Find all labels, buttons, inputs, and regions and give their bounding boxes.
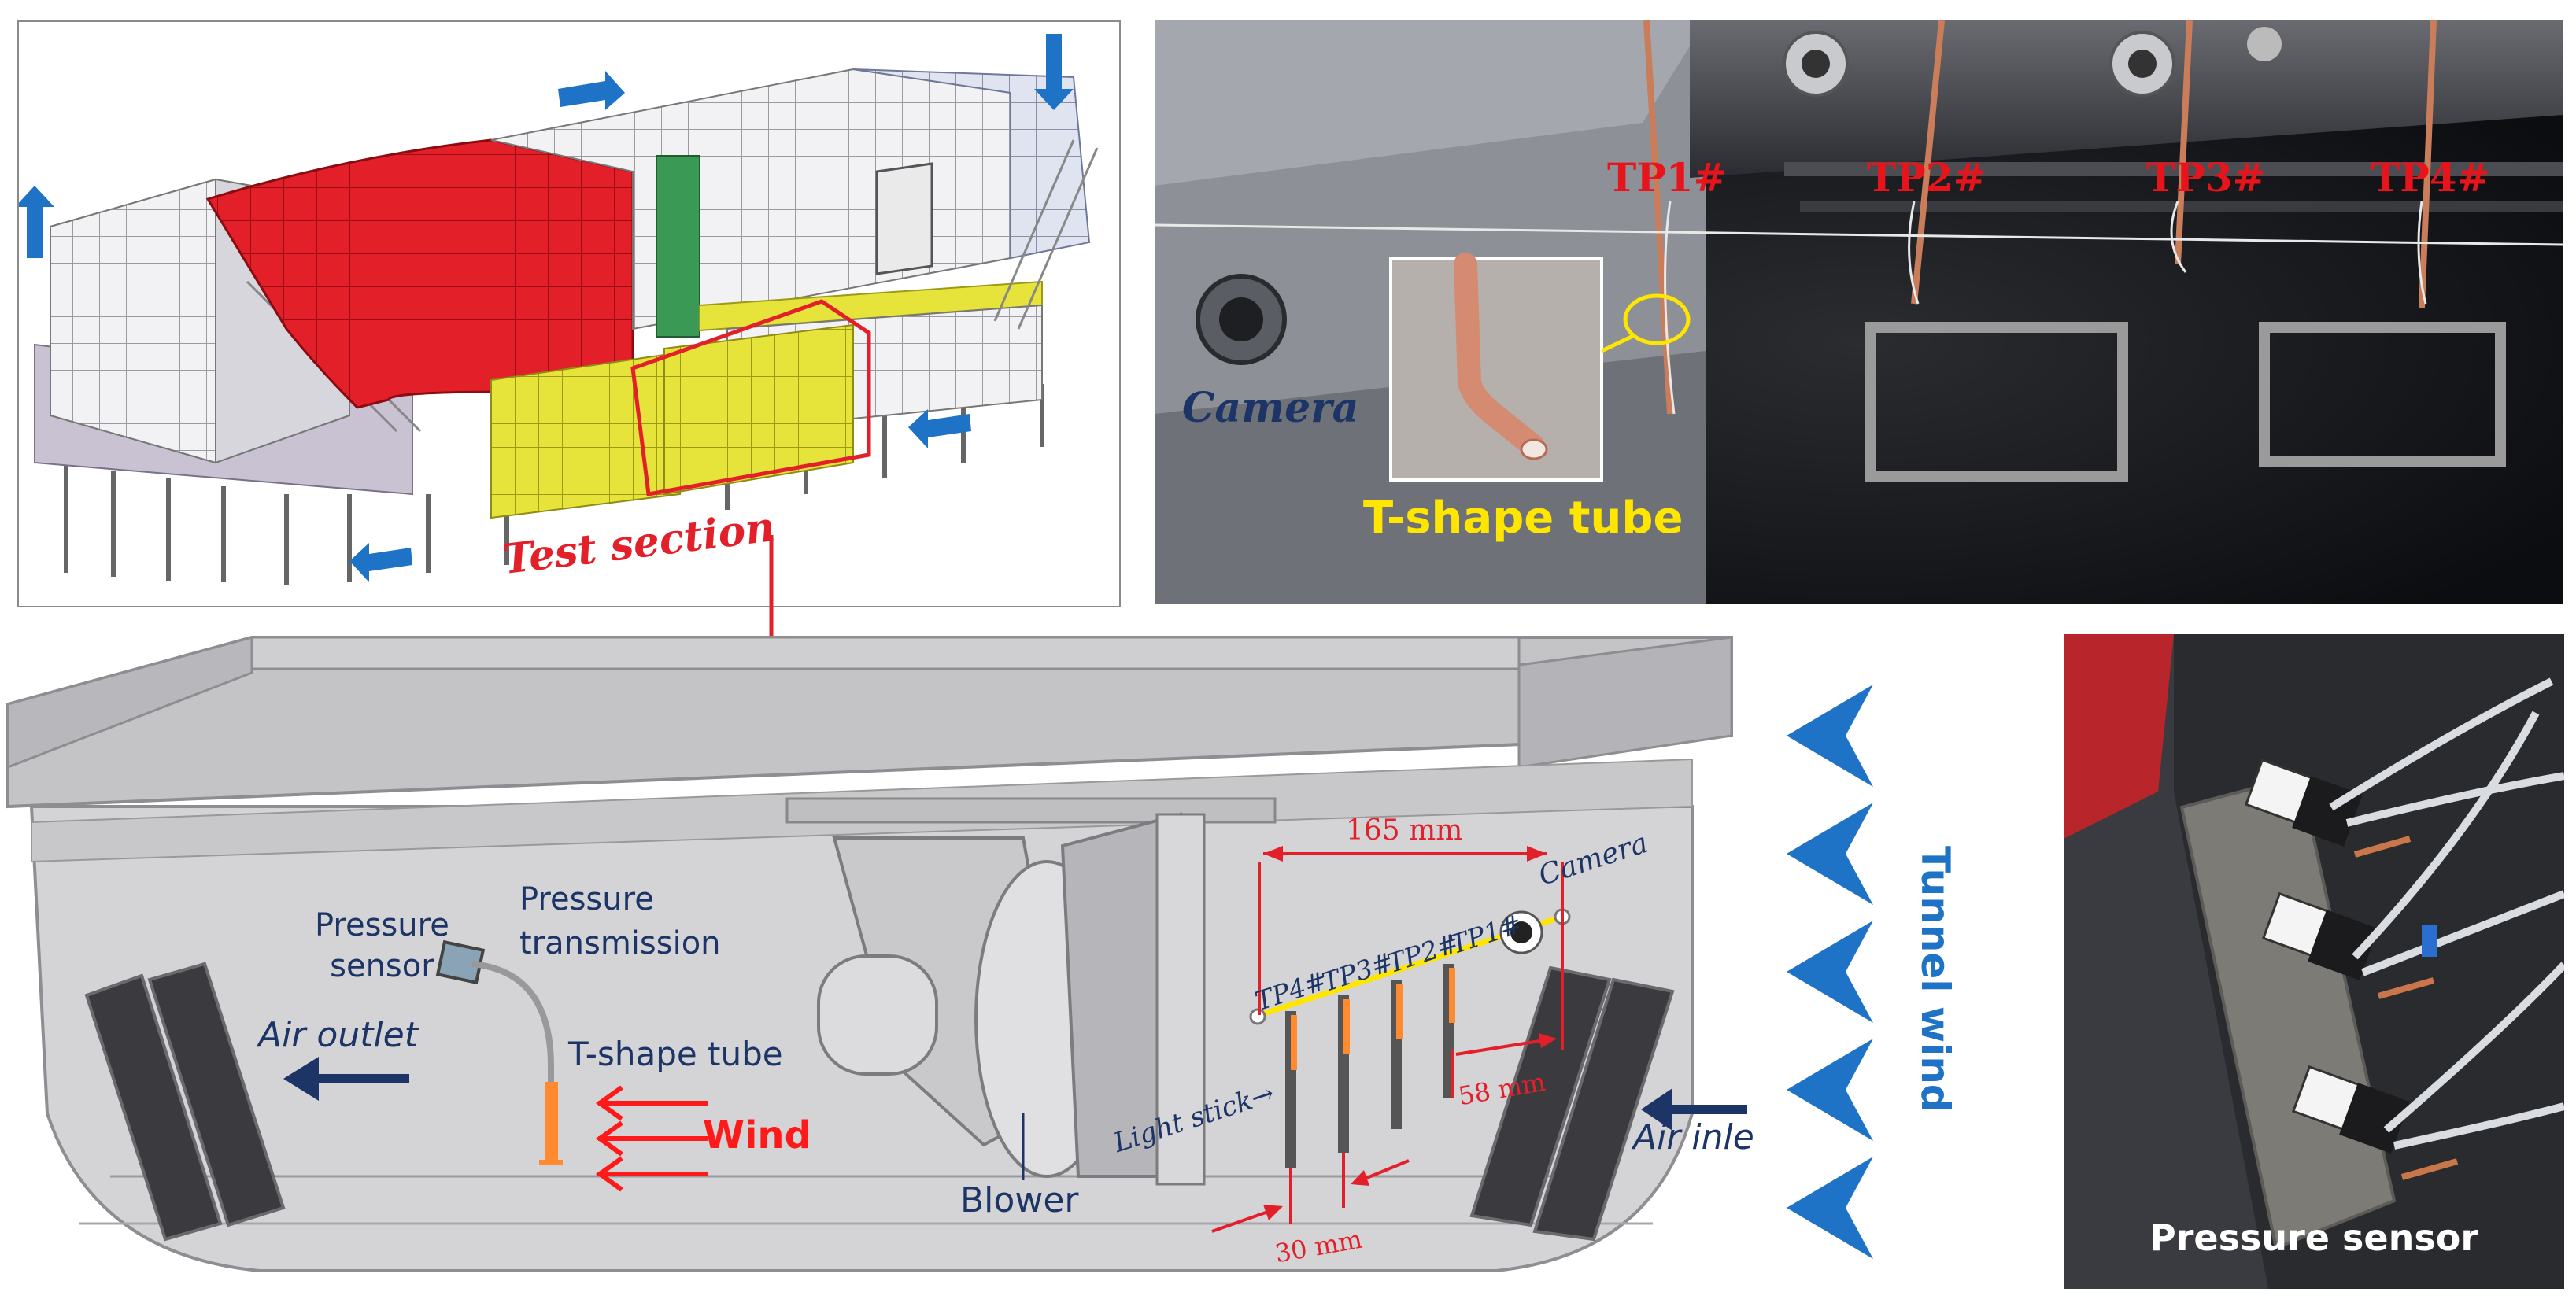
test-section-diagram: 165 mm Camera TP4# TP3# TP2# TP1# Pressu… [0, 626, 1755, 1303]
pressure-sensor-line2: sensor [330, 948, 434, 984]
copper-pipes [2353, 836, 2459, 1180]
t-shape-tube-inset [1389, 257, 1603, 482]
photo-camera-label: Camera [1182, 384, 1359, 432]
staircase-right [993, 139, 1099, 330]
pressure-transmission-line1: Pressure [519, 881, 654, 917]
tunnel-interior-photo: TP1# TP2# TP3# TP4# Camera T-shape tube [1155, 20, 2563, 604]
photo-tp3-label: TP3# [2146, 154, 2266, 201]
inlet-vents [1469, 965, 1675, 1242]
pressure-sensor-illustration [2064, 634, 2564, 1289]
test-section-drawing [6, 636, 1747, 1272]
wind-tunnel-drawing: Test section [19, 34, 1099, 585]
pressure-transmission-tube [471, 961, 554, 1082]
photo-tp2-label: TP2# [1867, 154, 1987, 201]
tunnel-wind-chevrons [1787, 685, 1873, 1259]
tunnel-photo-illustration [1155, 20, 2563, 604]
ceiling-cameras [1783, 27, 2282, 97]
floor-window-left [1865, 322, 2128, 482]
air-inlet-label: Air inlet [1633, 1117, 1755, 1157]
wind-label: Wind [703, 1113, 811, 1157]
photo-tp1-label: TP1# [1607, 154, 1727, 201]
section-probes [1285, 964, 1455, 1168]
probe-tubes [1643, 20, 2437, 415]
t-shape-tube-section-label: T-shape tube [568, 1035, 783, 1073]
sensor-bodies [2292, 776, 2410, 1154]
pressure-tubing [2329, 677, 2564, 1150]
yellow-block-left [490, 351, 681, 519]
wind-chevron-2 [1787, 803, 1873, 905]
callout-bubble [1623, 293, 1691, 345]
green-panel [656, 155, 700, 338]
pressure-sensor-line1: Pressure [315, 907, 449, 943]
sensor-units [2244, 758, 2363, 1132]
test-section-outline [630, 299, 871, 496]
blower-label: Blower [960, 1180, 1079, 1220]
photo-t-shape-tube-label: T-shape tube [1363, 493, 1683, 544]
outlet-vents [84, 962, 286, 1242]
air-inlet-arrow [1641, 1088, 1747, 1131]
photo-tp4-label: TP4# [2371, 154, 2490, 201]
pressure-transmission-line2: transmission [519, 925, 721, 962]
section-165-label: 165 mm [1346, 814, 1463, 847]
access-window [875, 162, 933, 275]
wind-tunnel-panel: Test section [17, 20, 1121, 607]
contraction-section [205, 138, 634, 409]
t-shape-tube-probe [545, 1082, 558, 1161]
pressure-sensor-label: Pressure sensor [315, 905, 449, 987]
flow-arrows [19, 34, 1074, 582]
tunnel-wind-label: Tunnel wind [1913, 846, 1958, 1113]
dimension-165 [1258, 846, 1564, 1015]
wind-arrows [595, 1085, 708, 1192]
yellow-block-right [663, 323, 854, 496]
dimension-30 [1211, 1153, 1410, 1233]
test-section-label: Test section [501, 503, 778, 584]
air-outlet-arrow [283, 1057, 409, 1101]
dimension-58 [1451, 917, 1564, 1098]
corner-duct [852, 68, 1091, 260]
wind-chevron-5 [1787, 1157, 1873, 1259]
blower [817, 812, 1206, 1186]
floor-window-right [2259, 322, 2506, 467]
wind-chevron-4 [1787, 1039, 1873, 1141]
air-outlet-label: Air outlet [258, 1015, 419, 1055]
support-legs [64, 384, 1044, 585]
pressure-transmission-label: Pressure transmission [519, 877, 721, 965]
pressure-sensor-photo-label: Pressure sensor [2149, 1216, 2478, 1259]
wind-chevron-1 [1787, 685, 1873, 787]
wind-chevron-3 [1787, 921, 1873, 1023]
pressure-sensor-photo: Pressure sensor [2064, 634, 2564, 1289]
